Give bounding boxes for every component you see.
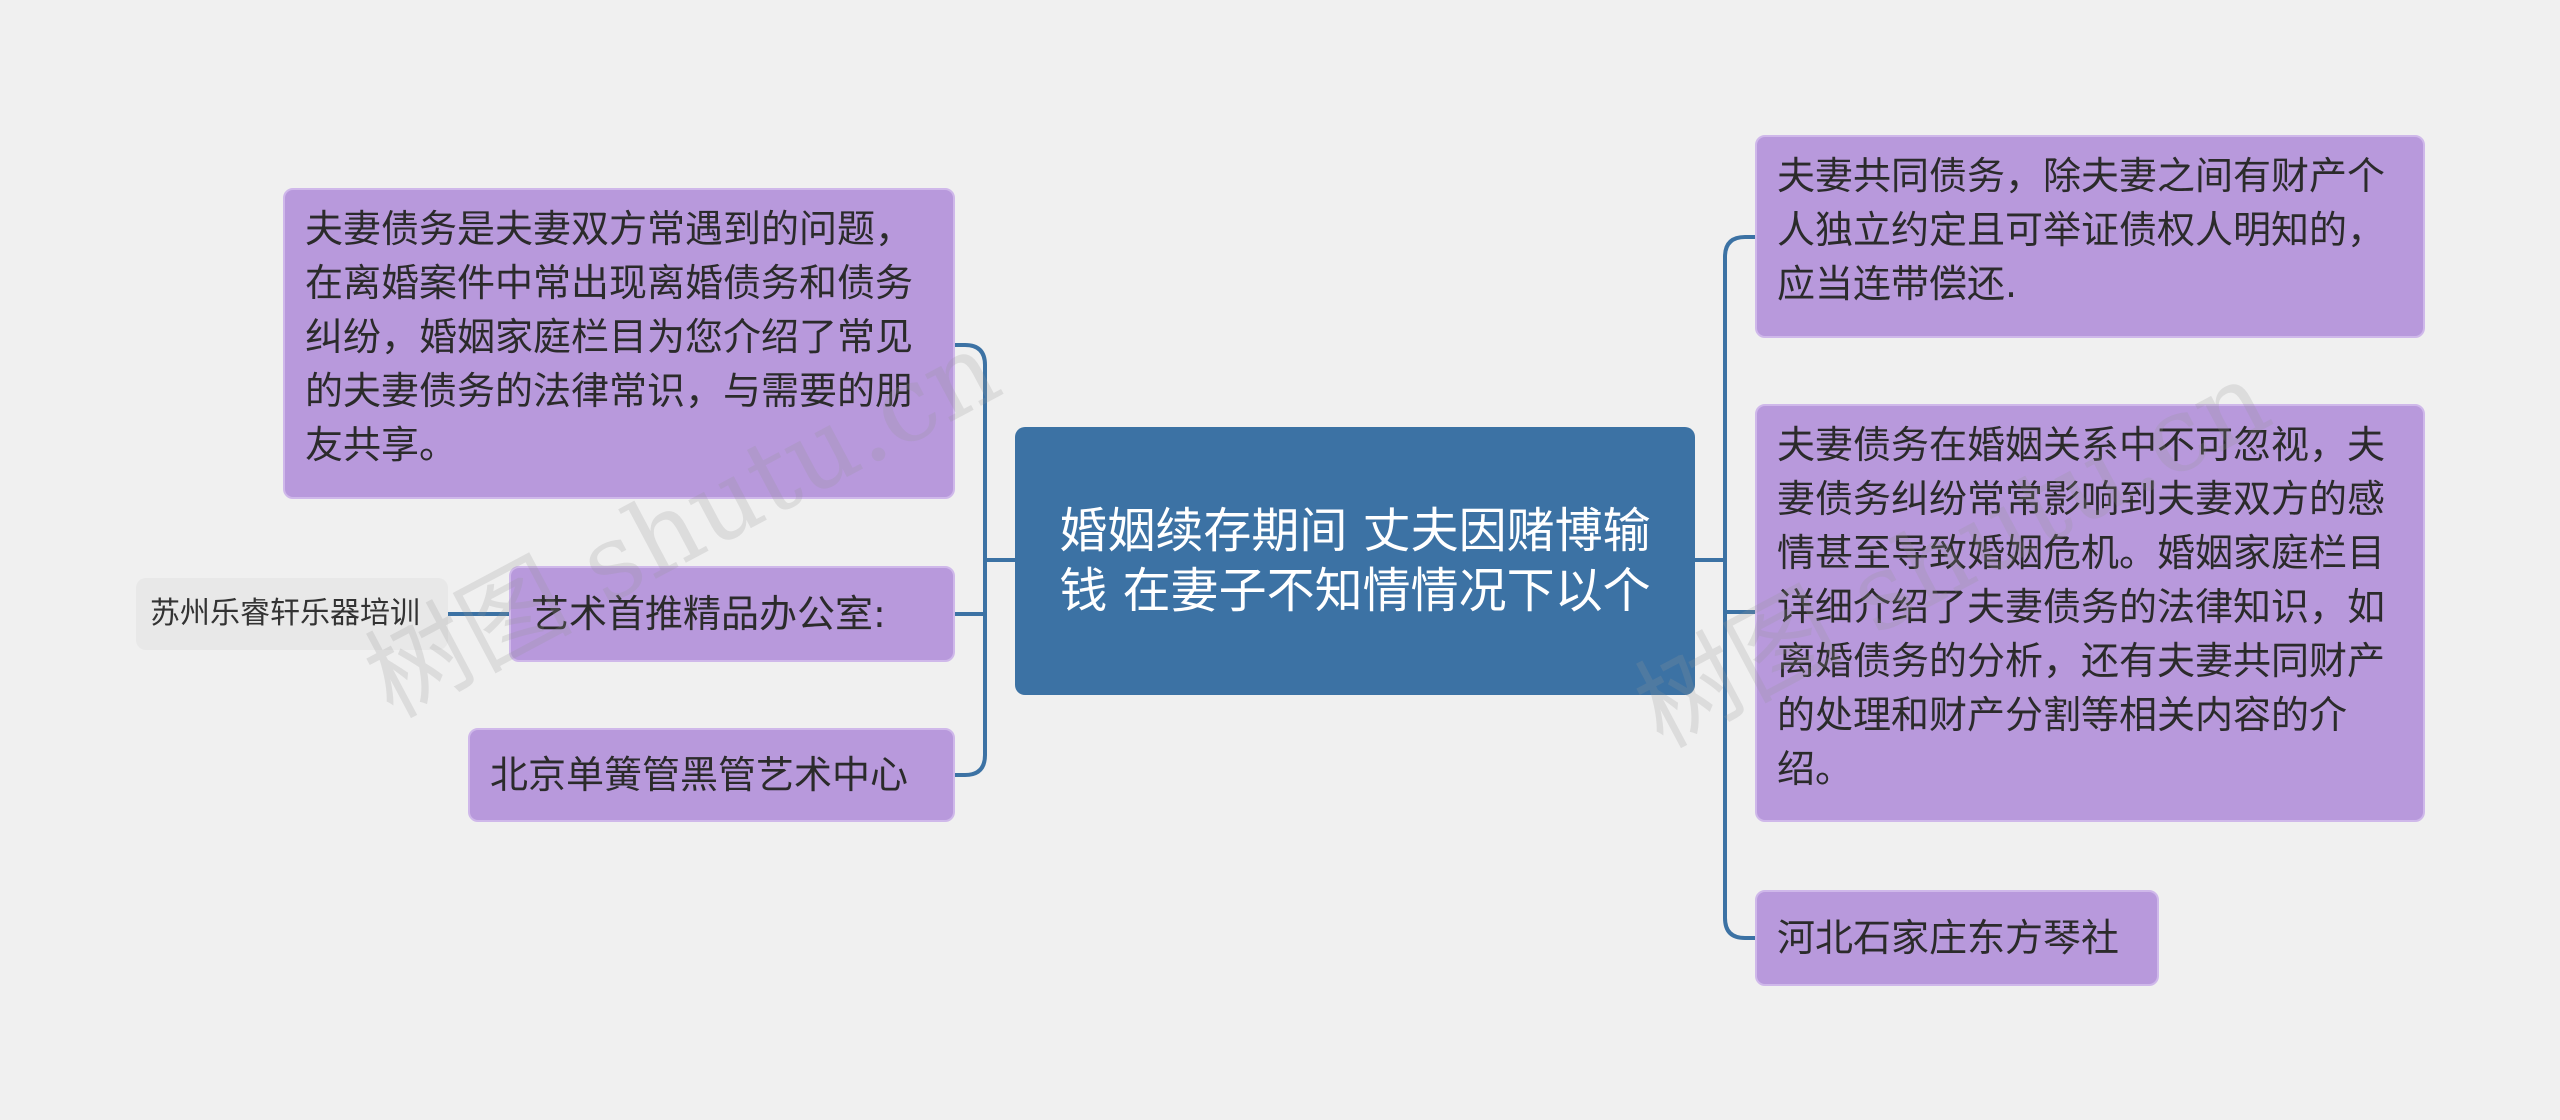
right-topic-debt-importance[interactable]: 夫妻债务在婚姻关系中不可忽视，夫妻债务纠纷常常影响到夫妻双方的感情甚至导致婚姻危… — [1755, 404, 2425, 822]
connector-right-spine — [1723, 235, 1757, 940]
left-topic-beijing-clarinet[interactable]: 北京单簧管黑管艺术中心 — [468, 728, 955, 822]
left-subtopic-suzhou[interactable]: 苏州乐睿轩乐器培训 — [136, 578, 448, 650]
root-topic[interactable]: 婚姻续存期间 丈夫因赌博输钱 在妻子不知情情况下以个 — [1015, 427, 1695, 695]
left-topic-debt-intro[interactable]: 夫妻债务是夫妻双方常遇到的问题，在离婚案件中常出现离婚债务和债务纠纷，婚姻家庭栏… — [283, 188, 955, 499]
root-topic-label: 婚姻续存期间 丈夫因赌博输钱 在妻子不知情情况下以个 — [1059, 503, 1651, 619]
right-topic-joint-debt[interactable]: 夫妻共同债务，除夫妻之间有财产个人独立约定且可举证债权人明知的，应当连带偿还. — [1755, 135, 2425, 338]
right-topic-hebei-qin[interactable]: 河北石家庄东方琴社 — [1755, 890, 2159, 986]
left-topic-art-office[interactable]: 艺术首推精品办公室: — [509, 566, 955, 662]
connector-left-spine — [953, 343, 987, 777]
